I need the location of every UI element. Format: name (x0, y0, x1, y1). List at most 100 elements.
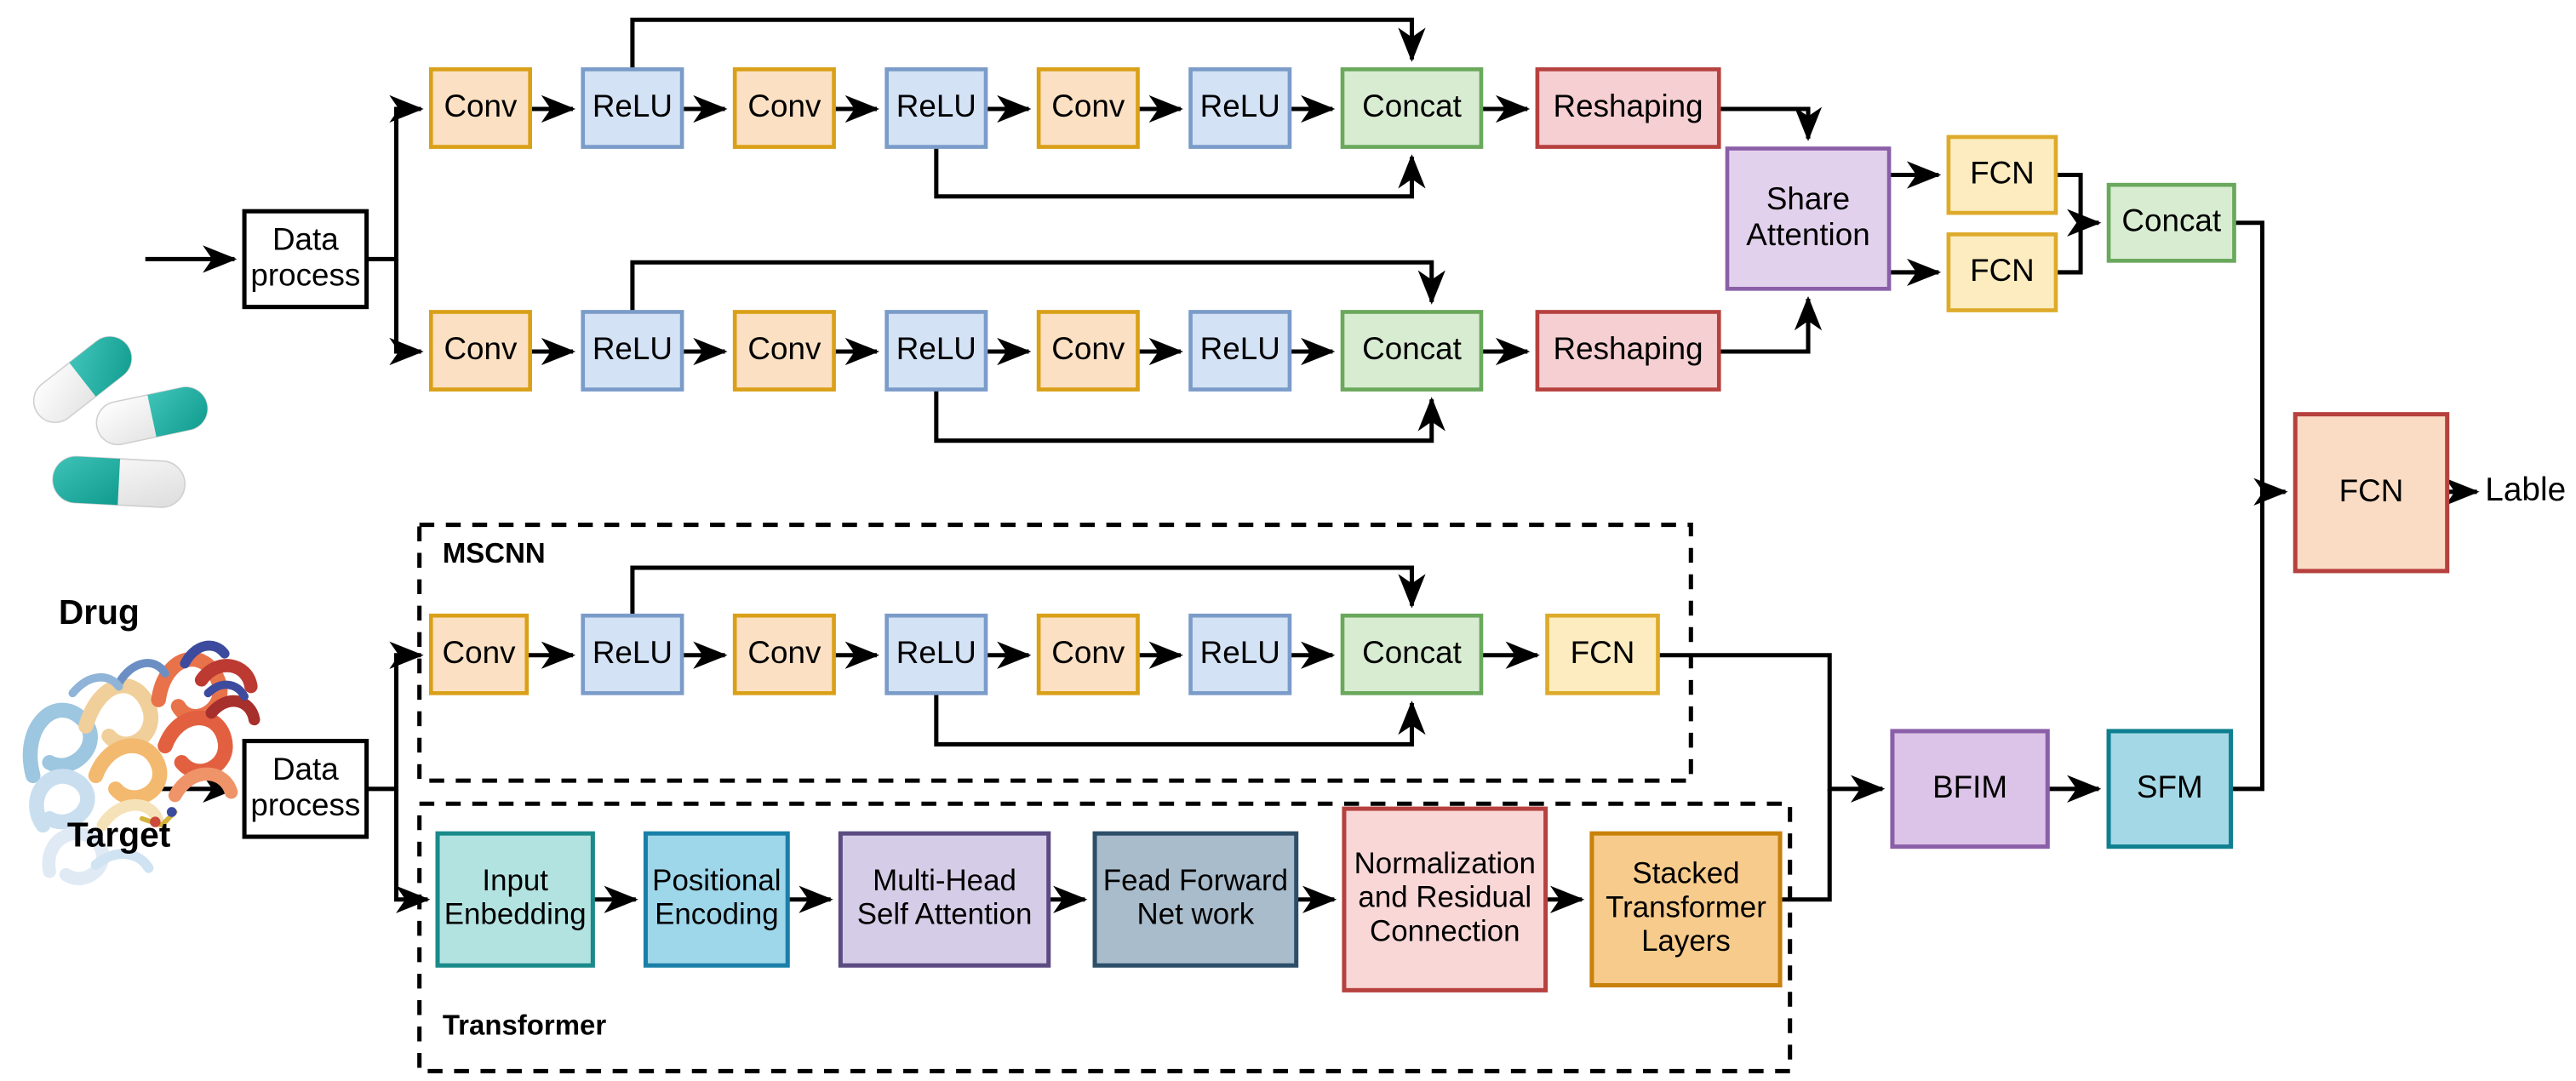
node-bfim[interactable]: BFIM (1890, 729, 2050, 849)
node-d2_relu2[interactable]: ReLU (884, 310, 988, 392)
node-box-tr_stack (1589, 831, 1783, 988)
node-box-d2_concat (1340, 310, 1484, 392)
protein-ribbon-icon (22, 640, 260, 885)
node-box-tr_inpemb (435, 831, 595, 968)
edges-layer (145, 17, 2480, 913)
node-label-d1_concat: Concat (1362, 89, 1462, 123)
node-t_concat[interactable]: Concat (1340, 613, 1484, 695)
node-sfm[interactable]: SFM (2106, 729, 2234, 849)
node-d2_conv3[interactable]: Conv (1036, 310, 1140, 392)
node-d1_conv1[interactable]: Conv (428, 67, 532, 149)
node-box-d1_conv3 (1036, 67, 1140, 149)
input-label-drug: Drug (59, 592, 140, 632)
node-box-d1_conv2 (732, 67, 836, 149)
edge-topconcat-finalfcn (2234, 220, 2288, 506)
node-fcn_bot[interactable]: FCN (1946, 232, 2058, 312)
node-d1_concat[interactable]: Concat (1340, 67, 1484, 149)
edge-dp-row2 (389, 259, 424, 366)
node-label-d2_relu1: ReLU (592, 331, 673, 366)
node-top_concat[interactable]: Concat (2106, 182, 2236, 263)
node-d2_reshape[interactable]: Reshaping (1535, 310, 1721, 392)
node-box-d2_conv3 (1036, 310, 1140, 392)
node-fcn_top[interactable]: FCN (1946, 134, 2058, 215)
node-d1_relu3[interactable]: ReLU (1188, 67, 1292, 149)
edge-fcntop-concat (2055, 173, 2102, 237)
node-t_conv2[interactable]: Conv (732, 613, 836, 695)
node-box-d2_relu3 (1188, 310, 1292, 392)
node-box-t_conv3 (1036, 613, 1140, 695)
node-box-t_conv1 (428, 613, 530, 695)
node-d1_conv3[interactable]: Conv (1036, 67, 1140, 149)
node-t_relu3[interactable]: ReLU (1188, 613, 1292, 695)
node-label-t_relu2: ReLU (896, 635, 976, 670)
node-label-bfim: BFIM (1932, 769, 2007, 804)
edge-reshape2-shareattn (1719, 295, 1823, 354)
edge-tfcn-bfim (1657, 653, 1886, 803)
node-box-d1_conv1 (428, 67, 532, 149)
node-label-d1_relu1: ReLU (592, 89, 673, 123)
node-d2_conv1[interactable]: Conv (428, 310, 532, 392)
node-box-fcn_bot (1946, 232, 2058, 312)
node-label-d2_relu3: ReLU (1200, 331, 1280, 366)
node-box-t_fcn (1545, 613, 1660, 695)
node-final_fcn[interactable]: FCN (2293, 412, 2450, 574)
node-box-share_attn (1725, 146, 1892, 291)
group-label-mscnn: MSCNN (443, 537, 546, 569)
node-t_relu1[interactable]: ReLU (581, 613, 684, 695)
node-d2_relu1[interactable]: ReLU (581, 310, 684, 392)
node-label-d2_conv1: Conv (444, 331, 518, 366)
node-box-final_fcn (2293, 412, 2450, 574)
node-label-fcn_bot: FCN (1970, 253, 2035, 288)
node-label-t_relu3: ReLU (1200, 635, 1280, 670)
node-label-d2_conv3: Conv (1051, 331, 1125, 366)
node-d2_relu3[interactable]: ReLU (1188, 310, 1292, 392)
edge-fcnbot-concat (2055, 222, 2083, 275)
node-box-top_concat (2106, 182, 2236, 263)
group-label-transformer: Transformer (443, 1010, 607, 1041)
node-box-sfm (2106, 729, 2234, 849)
node-label-t_conv3: Conv (1051, 635, 1125, 670)
node-d1_conv2[interactable]: Conv (732, 67, 836, 149)
node-d1_relu1[interactable]: ReLU (581, 67, 684, 149)
node-d1_reshape[interactable]: Reshaping (1535, 67, 1721, 149)
node-label-d1_conv2: Conv (747, 89, 821, 123)
group-transformer-box: Transformer (417, 801, 1793, 1073)
node-box-dp_target (242, 739, 369, 839)
node-box-tr_ffn (1092, 831, 1299, 968)
input-label-target: Target (67, 815, 171, 855)
node-t_conv1[interactable]: Conv (428, 613, 530, 695)
node-label-d2_reshape: Reshaping (1554, 331, 1703, 366)
edge-d1-skip-top (630, 17, 1426, 70)
node-box-tr_mhsa (838, 831, 1051, 968)
node-box-d2_conv2 (732, 310, 836, 392)
node-t_conv3[interactable]: Conv (1036, 613, 1140, 695)
node-box-d1_relu2 (884, 67, 988, 149)
node-label-t_conv2: Conv (747, 635, 821, 670)
node-box-d1_reshape (1535, 67, 1721, 149)
node-label-fcn_top: FCN (1970, 155, 2035, 190)
node-label-d2_relu2: ReLU (896, 331, 976, 366)
node-t_fcn[interactable]: FCN (1545, 613, 1660, 695)
edge-dpt-mscnn (366, 641, 424, 792)
node-d2_concat[interactable]: Concat (1340, 310, 1484, 392)
node-t_relu2[interactable]: ReLU (884, 613, 988, 695)
node-d2_conv2[interactable]: Conv (732, 310, 836, 392)
node-d1_relu2[interactable]: ReLU (884, 67, 988, 149)
